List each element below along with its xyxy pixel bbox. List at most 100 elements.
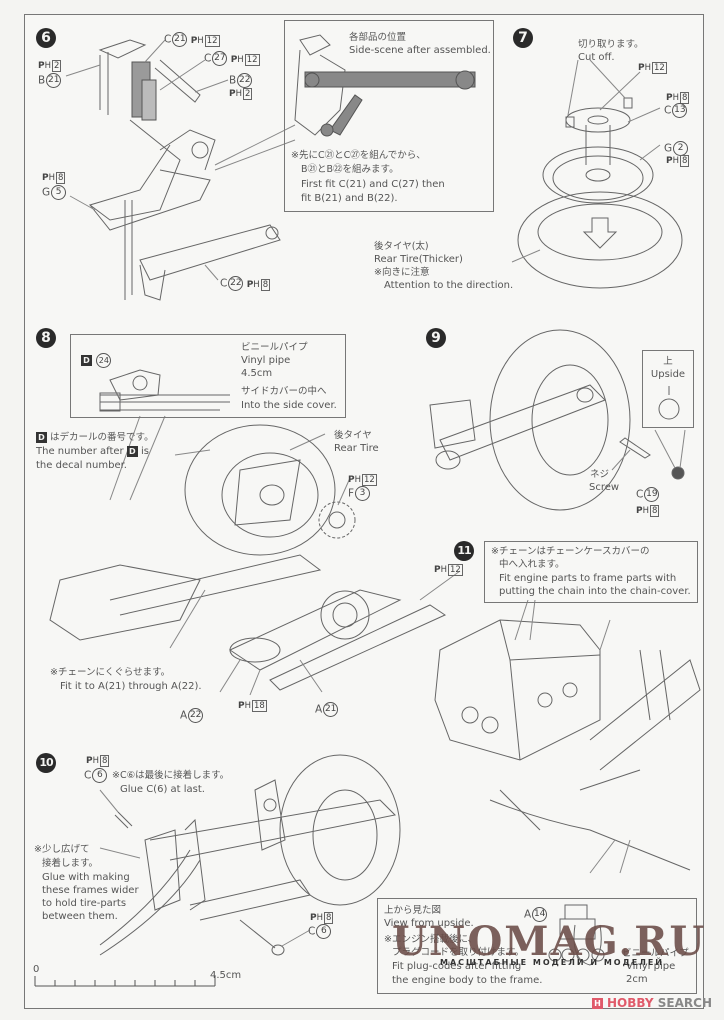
step11-callout-box: ※チェーンはチェーンケースカバーの 中へ入れます。 Fit engine par… [484,541,698,603]
step9-swingarm-drawing [430,330,684,510]
inset-note-en-2: fit B(21) and B(22). [301,193,398,204]
screw-en: Screw [589,482,620,493]
step11-inset-box: 上から見た図 View from upside. ※エンジン搭載後に、 プラグコ… [377,898,697,994]
step6-frame-drawing [90,40,280,300]
step11-inset-drawing [549,905,604,965]
glue-last-jp: ※C⑥は最後に接着します。 [112,770,230,781]
step8-inset-drawing [100,370,230,411]
vinyl-pipe-2cm-length: 2cm [626,974,648,985]
rear-tire-jp: 後タイヤ [334,430,372,441]
rear-tire-en: Rear Tire [334,443,379,454]
plug-code-note-en-1: Fit plug-codes after fitting [392,961,522,972]
chain-cover-note-en-2: putting the chain into the chain-cover. [499,586,691,597]
chain-note-jp: ※チェーンにくぐらせます。 [50,667,171,678]
view-from-upside-en: View from upside. [384,918,474,929]
upside-inset-box: 上 Upside [642,350,694,428]
plug-code-note-jp-1: ※エンジン搭載後に、 [384,934,478,945]
step6-inset-drawing [295,35,475,136]
upside-jp: 上 [663,356,673,367]
step8-inset-box: D 24 ビニールパイプ Vinyl pipe 4.5cm サイドカバーの中へ … [70,334,346,418]
inset-title-en: Side-scene after assembled. [349,45,491,56]
step6-inset-box: 各部品の位置 Side-scene after assembled. ※先にC㉑… [284,20,494,212]
inset-note-en-1: First fit C(21) and C(27) then [301,179,445,190]
step-number-11: 11 [454,541,474,561]
step8-tire-drawing [50,425,445,690]
step-number-9: 9 [426,328,446,348]
decal-note-en-1: The number after D is [36,445,150,457]
step-number-10: 10 [36,753,56,773]
chain-cover-note-jp-2: 中へ入れます。 [499,559,565,570]
inset-title-jp: 各部品の位置 [349,32,407,43]
widen-note-en-3: to hold tire-parts [42,898,127,909]
widen-note-en-2: these frames wider [42,885,139,896]
side-cover-jp: サイドカバーの中へ [241,386,327,397]
decal-note-jp: D はデカールの番号です。 [36,431,154,444]
chain-cover-note-jp-1: ※チェーンはチェーンケースカバーの [491,546,650,557]
side-cover-en: Into the side cover. [241,400,337,411]
screw-jp: ネジ [590,469,610,480]
step10-frame-drawing [100,755,400,955]
widen-note-en-1: Glue with making [42,872,130,883]
direction-note-en: Attention to the direction. [384,280,514,291]
decal-note-en-2: the decal number. [36,460,127,471]
scale-start-label: 0 [33,964,40,975]
scale-bar [35,976,215,986]
inset-note-jp-2: B㉑とB㉒を組みます。 [301,164,399,175]
widen-note-jp-2: 接着します。 [42,858,99,869]
vinyl-pipe-jp: ビニールパイプ [241,342,308,353]
hobby-search-logo-icon: H [592,998,603,1009]
rear-tire-thicker-jp: 後タイヤ(太) [374,241,429,252]
step-number-8: 8 [36,328,56,348]
cut-off-en: Cut off. [578,52,615,63]
step-number-7: 7 [513,28,533,48]
upside-en: Upside [650,369,686,380]
watermark-unomag: UNOMAG.RU [392,918,707,965]
direction-note-jp: ※向きに注意 [374,267,430,278]
view-from-upside-jp: 上から見た図 [384,905,442,916]
vinyl-pipe-2cm-en: Vinyl pipe [626,961,676,972]
plug-code-note-en-2: the engine body to the frame. [392,975,543,986]
widen-note-jp-1: ※少し広げて [34,844,90,855]
watermark-subtitle: МАСШТАБНЫЕ МОДЕЛИ И МОДЕЛЕЙ [440,958,664,967]
step7-wheel-drawing [518,98,682,288]
step-number-6: 6 [36,28,56,48]
widen-note-en-4: between them. [42,911,118,922]
vinyl-pipe-2cm-jp: ビニールパイプ [622,948,689,959]
vinyl-pipe-en: Vinyl pipe [241,355,291,366]
chain-note-en: Fit it to A(21) through A(22). [60,681,202,692]
chain-cover-note-en-1: Fit engine parts to frame parts with [499,573,677,584]
cut-off-jp: 切り取ります。 [578,39,644,50]
step11-engine-drawing [435,620,700,870]
rear-tire-thicker-en: Rear Tire(Thicker) [374,254,463,265]
vinyl-pipe-length: 4.5cm [241,368,273,379]
plug-code-note-jp-2: プラグコードを取り付けます。 [392,947,525,958]
glue-last-en: Glue C(6) at last. [120,784,205,795]
